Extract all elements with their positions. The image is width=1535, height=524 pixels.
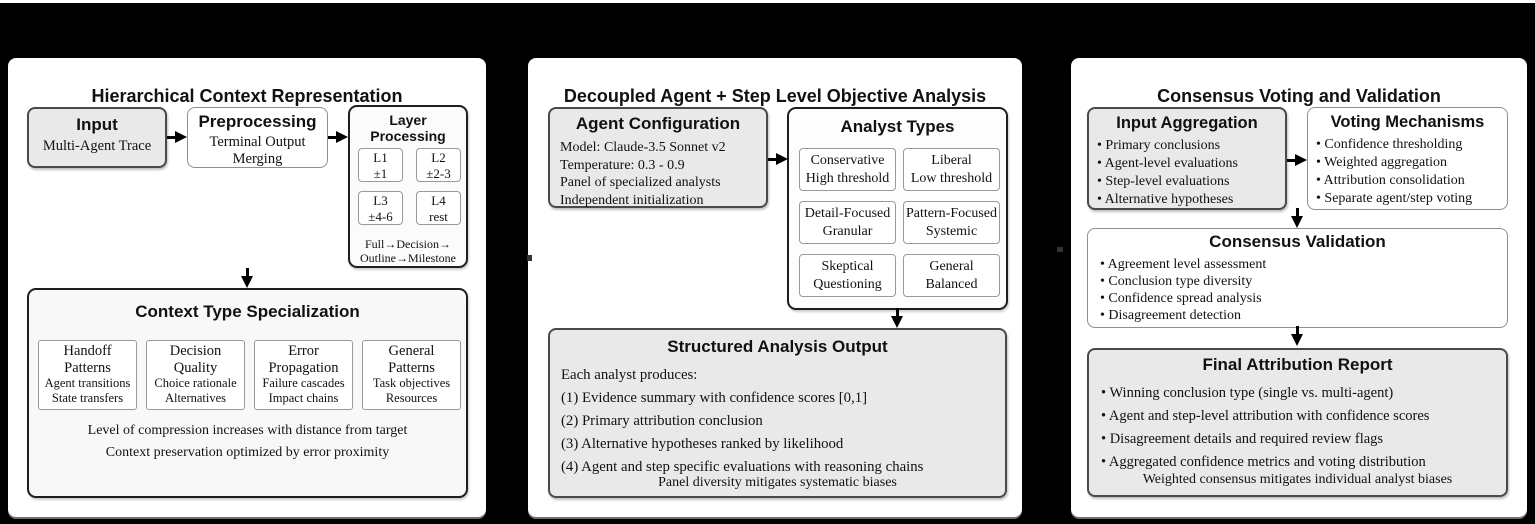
- analyst-cell-liberal: Liberal Low threshold: [903, 148, 1000, 191]
- connector-stub: [1057, 247, 1063, 252]
- structured-output-line: Each analyst produces:: [561, 367, 698, 383]
- structured-output-line: (4) Agent and step specific evaluations …: [561, 459, 924, 475]
- analyst-cell-detail-focused: Detail-Focused Granular: [799, 201, 896, 244]
- final-report-footer: Weighted consensus mitigates individual …: [1142, 472, 1453, 487]
- bullet-item: Disagreement detection: [1100, 307, 1507, 324]
- layer-cell-l1: L1 ±1: [358, 148, 403, 182]
- layer-cell-l2: L2 ±2-3: [416, 148, 461, 182]
- bullet-item: Separate agent/step voting: [1316, 190, 1507, 208]
- structured-output-footer: Panel diversity mitigates systematic bia…: [658, 475, 897, 490]
- layer-processing-box: Layer Processing L1 ±1 L2 ±2-3 L3 ±4-6 L…: [348, 105, 468, 268]
- final-report-title: Final Attribution Report: [1202, 355, 1393, 374]
- structured-output-title: Structured Analysis Output: [667, 337, 888, 356]
- agent-config-line: Panel of specialized analysts: [560, 175, 721, 190]
- analyst-cell-general: General Balanced: [903, 254, 1000, 297]
- bullet-item: Aggregated confidence metrics and voting…: [1101, 451, 1506, 474]
- agent-config-line: Temperature: 0.3 - 0.9: [560, 157, 685, 173]
- preprocessing-line-1: Terminal Output: [209, 134, 306, 150]
- arrow-to-context-specialization: [241, 268, 253, 288]
- preprocessing-box: Preprocessing Terminal Output Merging: [187, 107, 328, 168]
- card-decision-quality: Decision Quality Choice rationale Altern…: [146, 340, 245, 410]
- bullet-item: Attribution consolidation: [1316, 172, 1507, 190]
- bullet-item: Conclusion type diversity: [1100, 273, 1507, 290]
- input-aggregation-title: Input Aggregation: [1116, 114, 1258, 132]
- structured-output-lines: Each analyst produces: (1) Evidence summ…: [561, 364, 1005, 479]
- agent-configuration-lines: Model: Claude-3.5 Sonnet v2 Temperature:…: [560, 139, 766, 209]
- input-aggregation-box: Input Aggregation Primary conclusions Ag…: [1087, 107, 1287, 210]
- structured-output-line: (1) Evidence summary with confidence sco…: [561, 390, 868, 406]
- context-note-1: Level of compression increases with dist…: [87, 423, 408, 438]
- analyst-cell-pattern-focused: Pattern-Focused Systemic: [903, 201, 1000, 244]
- agent-config-line: Independent initialization: [560, 192, 704, 208]
- final-report-bullets: Winning conclusion type (single vs. mult…: [1101, 382, 1506, 474]
- bullet-item: Confidence spread analysis: [1100, 290, 1507, 307]
- bullet-item: Agreement level assessment: [1100, 256, 1507, 273]
- panel-consensus-voting: Consensus Voting and Validation Input Ag…: [1071, 58, 1527, 517]
- card-error-propagation: Error Propagation Failure cascades Impac…: [254, 340, 353, 410]
- panel-title: Decoupled Agent + Step Level Objective A…: [563, 85, 987, 106]
- layer-footer: Full→Decision→ Outline→Milestone: [350, 237, 466, 265]
- layer-cell-l4: L4 rest: [416, 191, 461, 225]
- input-box-body: Multi-Agent Trace: [42, 138, 152, 154]
- analyst-grid: Conservative High threshold Liberal Low …: [799, 148, 1000, 297]
- bullet-item: Alternative hypotheses: [1097, 191, 1285, 209]
- bullet-item: Agent and step-level attribution with co…: [1101, 405, 1506, 428]
- agent-config-line: Model: Claude-3.5 Sonnet v2: [560, 140, 726, 155]
- preprocessing-line-2: Merging: [232, 151, 283, 167]
- preprocessing-box-title: Preprocessing: [198, 112, 317, 131]
- arrow-config-to-analysts: [768, 153, 788, 165]
- panel-title: Hierarchical Context Representation: [91, 85, 403, 106]
- input-aggregation-bullets: Primary conclusions Agent-level evaluati…: [1097, 137, 1285, 209]
- layer-footer-line1: Full→Decision→: [365, 237, 451, 251]
- consensus-validation-bullets: Agreement level assessment Conclusion ty…: [1100, 256, 1507, 324]
- final-attribution-report-box: Final Attribution Report Winning conclus…: [1087, 348, 1508, 497]
- context-cards: Handoff Patterns Agent transitions State…: [38, 340, 461, 410]
- voting-mechanisms-title: Voting Mechanisms: [1330, 113, 1485, 131]
- bullet-item: Weighted aggregation: [1316, 154, 1507, 172]
- consensus-validation-title: Consensus Validation: [1209, 232, 1386, 251]
- analyst-types-box: Analyst Types Conservative High threshol…: [787, 107, 1008, 310]
- arrow-aggregation-to-voting: [1287, 154, 1307, 166]
- voting-mechanisms-bullets: Confidence thresholding Weighted aggrega…: [1316, 136, 1507, 208]
- context-box-title: Context Type Specialization: [135, 302, 360, 321]
- arrow-analysts-to-output: [891, 308, 903, 328]
- top-edge-strip: [0, 0, 1535, 3]
- voting-mechanisms-box: Voting Mechanisms Confidence thresholdin…: [1307, 107, 1508, 210]
- bullet-item: Winning conclusion type (single vs. mult…: [1101, 382, 1506, 405]
- layer-grid: L1 ±1 L2 ±2-3 L3 ±4-6 L4 rest: [358, 148, 462, 225]
- agent-configuration-title: Agent Configuration: [575, 114, 741, 133]
- structured-output-line: (3) Alternative hypotheses ranked by lik…: [561, 436, 844, 452]
- arrow-to-consensus-validation: [1291, 208, 1303, 228]
- panel-decoupled-analysis: Decoupled Agent + Step Level Objective A…: [528, 58, 1022, 517]
- structured-output-line: (2) Primary attribution conclusion: [561, 413, 763, 429]
- analyst-cell-conservative: Conservative High threshold: [799, 148, 896, 191]
- agent-configuration-box: Agent Configuration Model: Claude-3.5 So…: [548, 107, 768, 208]
- card-handoff-patterns: Handoff Patterns Agent transitions State…: [38, 340, 137, 410]
- consensus-validation-box: Consensus Validation Agreement level ass…: [1087, 228, 1508, 328]
- card-general-patterns: General Patterns Task objectives Resourc…: [362, 340, 461, 410]
- structured-analysis-output-box: Structured Analysis Output Each analyst …: [548, 328, 1007, 498]
- arrow-preprocessing-to-layer: [328, 131, 348, 143]
- layer-footer-line2: Outline→Milestone: [360, 250, 456, 265]
- input-box-title: Input: [76, 115, 118, 134]
- arrow-to-final-report: [1291, 326, 1303, 346]
- context-type-specialization-box: Context Type Specialization Handoff Patt…: [27, 288, 468, 498]
- analyst-types-title: Analyst Types: [840, 117, 955, 136]
- arrow-input-to-preprocessing: [167, 131, 187, 143]
- panel-hierarchical-context: Hierarchical Context Representation Inpu…: [8, 58, 486, 517]
- connector-stub: [527, 255, 532, 261]
- layer-box-title-line1: Layer: [389, 112, 427, 128]
- bullet-item: Disagreement details and required review…: [1101, 428, 1506, 451]
- layer-box-title-line2: Processing: [370, 128, 446, 144]
- bullet-item: Step-level evaluations: [1097, 173, 1285, 191]
- context-note-2: Context preservation optimized by error …: [105, 445, 390, 460]
- bullet-item: Primary conclusions: [1097, 137, 1285, 155]
- analyst-cell-skeptical: Skeptical Questioning: [799, 254, 896, 297]
- layer-cell-l3: L3 ±4-6: [358, 191, 403, 225]
- panel-title: Consensus Voting and Validation: [1157, 85, 1441, 106]
- bullet-item: Agent-level evaluations: [1097, 155, 1285, 173]
- input-box: Input Multi-Agent Trace: [27, 107, 167, 168]
- bullet-item: Confidence thresholding: [1316, 136, 1507, 154]
